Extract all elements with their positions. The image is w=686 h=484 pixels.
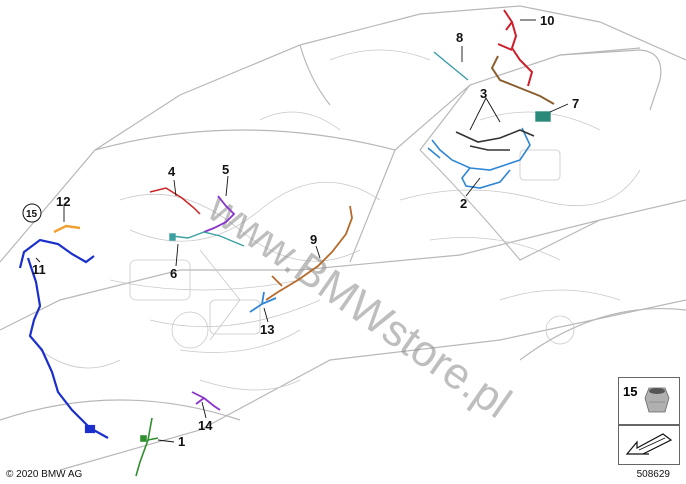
background-wiring-texture	[39, 49, 641, 391]
harness-7	[535, 111, 551, 122]
harness-8	[433, 51, 469, 81]
nut-icon	[644, 387, 670, 413]
callout-13: 13	[260, 322, 274, 337]
harness-11	[18, 238, 109, 439]
harness-4	[149, 187, 201, 215]
callout-14: 14	[198, 418, 213, 433]
harness-9	[265, 205, 353, 301]
harness-1	[135, 417, 159, 477]
callout-9: 9	[310, 232, 317, 247]
legend-part-box: 15	[618, 377, 680, 425]
callout-5: 5	[222, 162, 229, 177]
harness-3	[455, 129, 535, 151]
callout-11: 11	[32, 262, 46, 277]
callout-3: 3	[480, 86, 487, 101]
watermark: www.BMWstore.pl	[198, 182, 519, 427]
callout-2: 2	[460, 196, 467, 211]
callout-4: 4	[168, 164, 176, 179]
callout-labels: 1 2 3 4 5 6 7 8 9 10 11 12 13 14 15	[22, 13, 579, 449]
leader-lines	[35, 19, 569, 443]
callout-10: 10	[540, 13, 554, 28]
callout-7: 7	[572, 96, 579, 111]
direction-arrow-icon	[625, 433, 673, 455]
harness-6	[169, 231, 245, 247]
harness-12	[53, 224, 81, 234]
harness-13	[249, 291, 277, 313]
callout-12: 12	[56, 194, 70, 209]
harness-10b	[490, 55, 555, 105]
callout-1: 1	[178, 434, 185, 449]
reference-number: 508629	[636, 469, 670, 480]
harness-14	[191, 391, 221, 411]
callout-15: 15	[26, 209, 38, 220]
harness-5	[203, 195, 236, 233]
legend-part-number: 15	[623, 384, 638, 399]
callout-6: 6	[170, 266, 177, 281]
harness-10	[497, 9, 534, 87]
callout-8: 8	[456, 30, 463, 45]
legend-arrow-box	[618, 425, 680, 465]
callout-15-circle	[22, 203, 42, 223]
car-outline	[0, 5, 686, 471]
copyright-text: © 2020 BMW AG	[6, 469, 83, 480]
